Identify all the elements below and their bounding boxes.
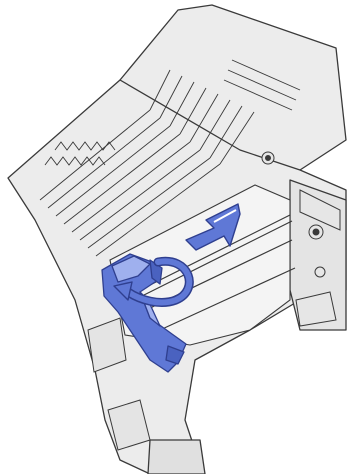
printer-illustration <box>0 0 347 474</box>
printer-diagram <box>0 0 347 474</box>
